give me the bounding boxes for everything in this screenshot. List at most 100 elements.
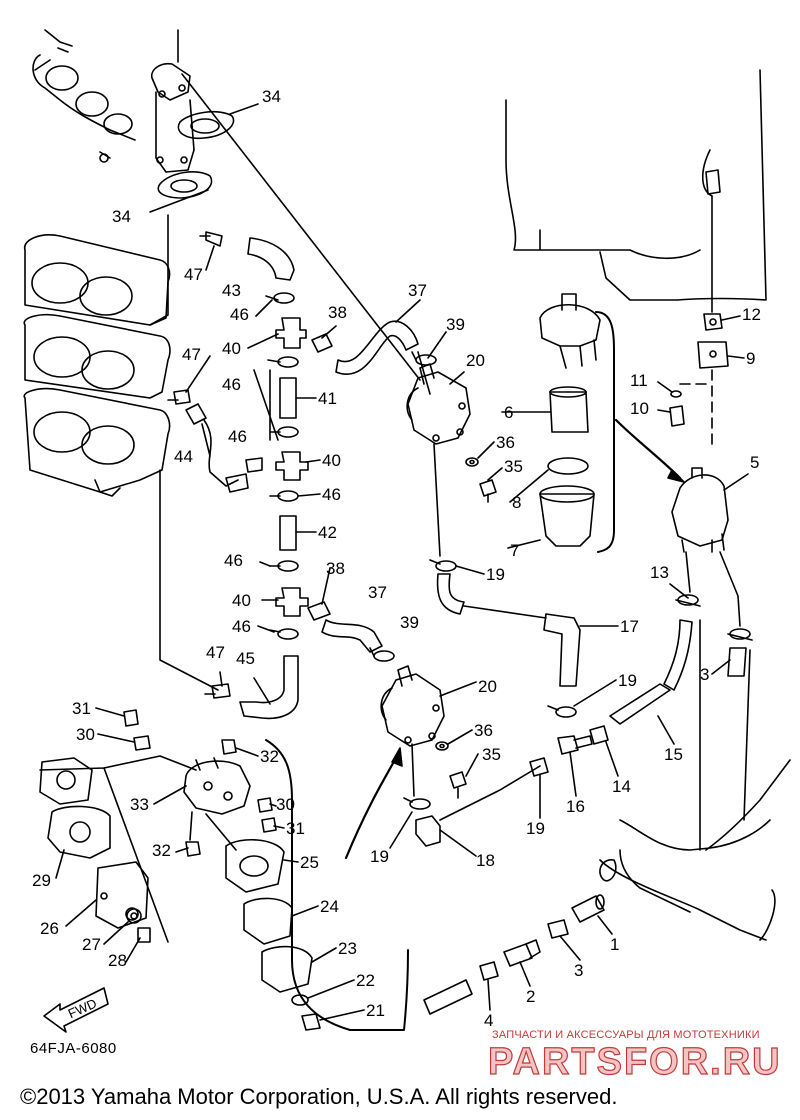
hose-37-lower: [321, 619, 383, 653]
leader-34a: [229, 103, 259, 115]
clip-47b: [167, 389, 191, 405]
gasket-29: [39, 757, 93, 805]
label-8: 8: [512, 493, 521, 512]
label-30: 30: [76, 725, 95, 744]
pump-routing-lines: [411, 351, 441, 797]
label-46: 46: [232, 617, 251, 636]
diaphragm-arrow: [344, 752, 400, 860]
label-19: 19: [486, 565, 505, 584]
watermark-logo-text: PARTSFOR.RU: [488, 1041, 782, 1082]
label-30: 30: [276, 795, 295, 814]
lower-frame-outline: [599, 819, 771, 941]
mount-routing: [679, 369, 713, 451]
hose-lower-tube: [423, 979, 473, 1015]
screw-21: [301, 1013, 321, 1031]
clip-47c: [204, 683, 231, 699]
label-19: 19: [618, 671, 637, 690]
label-18: 18: [476, 851, 495, 870]
filter-cap-drawing: [539, 293, 601, 369]
diagram-code: 64FJA-6080: [30, 1040, 117, 1057]
bracket-9: [697, 341, 729, 369]
clip-19b: [547, 705, 577, 718]
clip-3-upper: [727, 628, 753, 641]
assembly-leaders: [103, 755, 237, 851]
label-20: 20: [466, 351, 485, 370]
label-33: 33: [130, 795, 149, 814]
label-46: 46: [230, 305, 249, 324]
clip-39a: [411, 351, 437, 366]
screw-31-lower: [261, 817, 277, 833]
filter-cup-7: [539, 485, 595, 547]
label-19: 19: [526, 819, 545, 838]
label-45: 45: [236, 649, 255, 668]
clip-13: [675, 594, 701, 607]
label-10: 10: [630, 399, 649, 418]
washer-36a: [465, 457, 479, 467]
label-26: 26: [40, 919, 59, 938]
label-41: 41: [318, 389, 337, 408]
label-12: 12: [742, 305, 761, 324]
hose-19-bend: [436, 573, 465, 615]
label-37: 37: [408, 281, 427, 300]
routing-line-top: [181, 73, 421, 381]
label-44: 44: [174, 447, 193, 466]
cap-top-part: [705, 169, 721, 313]
hose-15: [609, 619, 693, 725]
water-separator-5: [671, 467, 729, 553]
label-19: 19: [370, 847, 389, 866]
tee-joint-40a: [275, 317, 307, 349]
label-46: 46: [224, 551, 243, 570]
clip-38a: [311, 333, 333, 353]
carburetor-stack-drawing: [23, 234, 171, 497]
label-35: 35: [504, 457, 523, 476]
clip-46f: [269, 560, 299, 572]
screw-31-upper: [123, 709, 139, 727]
filter-group-bracket: [595, 311, 615, 553]
label-47: 47: [182, 345, 201, 364]
label-39: 39: [446, 315, 465, 334]
label-20: 20: [478, 677, 497, 696]
label-47: 47: [184, 265, 203, 284]
clip-39b: [369, 647, 395, 662]
diaphragm-24: [243, 897, 293, 945]
hose-1: [571, 894, 605, 923]
clip-19-joint: [529, 757, 549, 777]
label-27: 27: [82, 935, 101, 954]
label-22: 22: [356, 971, 375, 990]
elbow-18: [415, 815, 441, 847]
hose-3-upper: [727, 647, 747, 677]
label-46: 46: [228, 427, 247, 446]
diaphragm-group-bracket: [265, 739, 409, 1031]
connector-2: [503, 939, 541, 967]
hose-41: [279, 377, 297, 419]
body-26: [95, 861, 149, 929]
hose-43: [247, 237, 295, 281]
label-21: 21: [366, 1001, 385, 1020]
screw-10: [669, 405, 685, 427]
plate-26-gasket: [47, 805, 111, 859]
fitting-30-upper: [133, 735, 151, 751]
filter-arrow-head: [667, 469, 685, 483]
hose-45: [239, 655, 299, 720]
label-32: 32: [152, 841, 171, 860]
label-47: 47: [206, 643, 225, 662]
watermark-tagline: ЗАПЧАСТИ И АКСЕССУАРЫ ДЛЯ МОТОТЕХНИКИ: [492, 1029, 760, 1041]
clip-3-lower: [547, 919, 569, 939]
tee-joint-40c: [275, 587, 309, 617]
gasket-25: [225, 838, 285, 893]
label-1: 1: [610, 935, 619, 954]
label-13: 13: [650, 563, 669, 582]
hose-42: [279, 515, 297, 551]
label-31: 31: [286, 819, 305, 838]
fuel-pump-20-lower: [380, 665, 445, 747]
filter-arrow: [614, 418, 682, 480]
hose-to-18: [439, 765, 541, 821]
label-24: 24: [320, 897, 339, 916]
separator-routing: [685, 551, 741, 627]
label-15: 15: [664, 745, 683, 764]
leader-34b: [149, 189, 209, 213]
label-38: 38: [328, 303, 347, 322]
clip-46b: [267, 356, 299, 368]
fitting-port: [599, 859, 617, 882]
label-3: 3: [574, 961, 583, 980]
